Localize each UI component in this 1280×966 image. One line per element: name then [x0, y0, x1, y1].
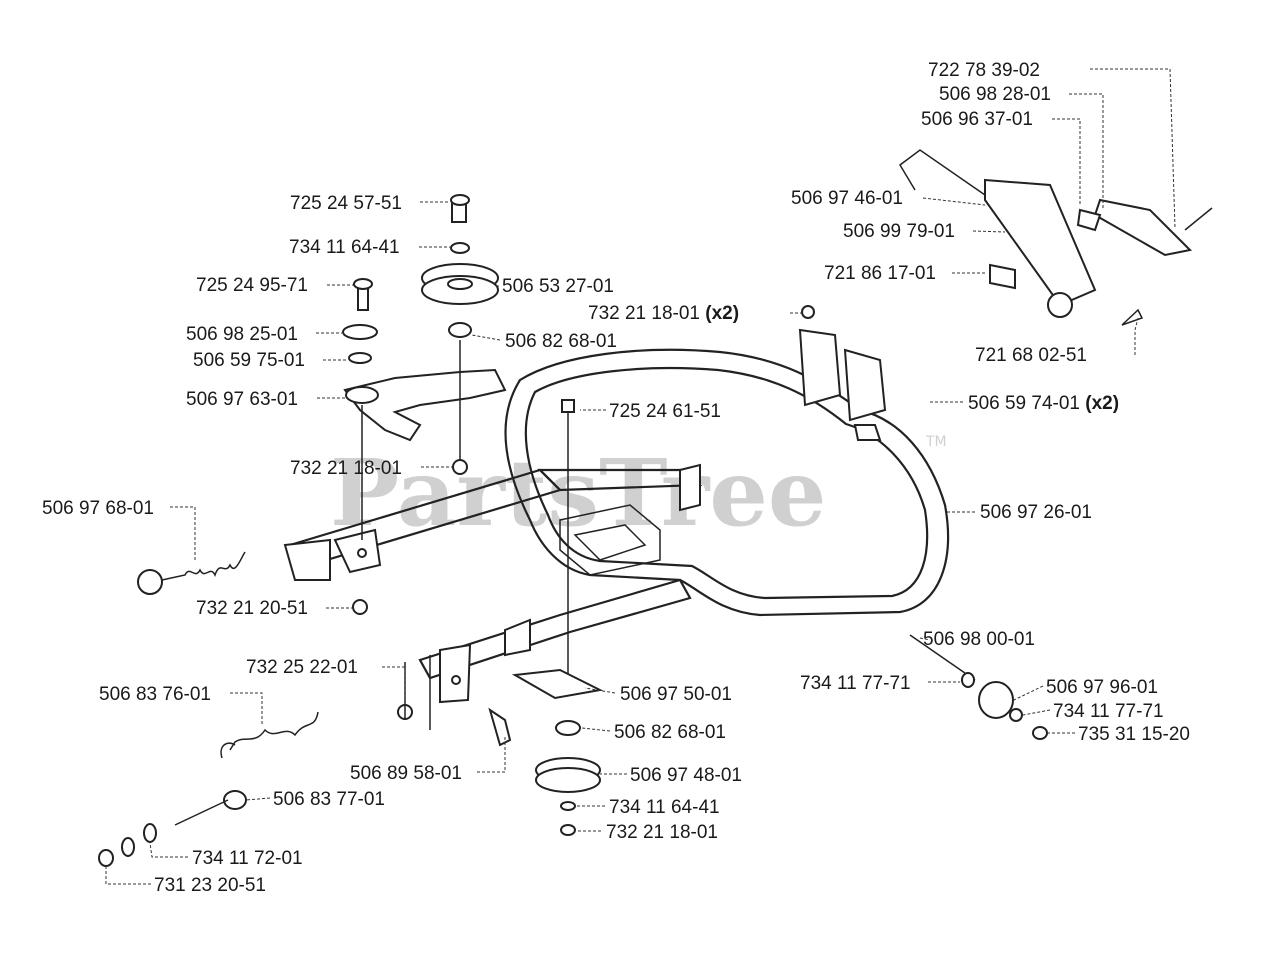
callout-p17[interactable]: 506 97 63-01: [186, 389, 298, 410]
callout-p6[interactable]: 721 86 17-01: [824, 263, 936, 284]
callout-p38[interactable]: 731 23 20-51: [154, 875, 266, 896]
callout-p16[interactable]: 506 59 75-01: [193, 350, 305, 371]
callout-p19[interactable]: 732 21 18-01: [290, 458, 402, 479]
callout-labels: 722 78 39-02 506 98 28-01 506 96 37-01 5…: [42, 60, 1190, 896]
center-long-bolt[interactable]: [561, 399, 575, 690]
watermark: PartsTree TM: [330, 434, 947, 547]
upper-left-pulley-assembly[interactable]: [342, 194, 507, 540]
callout-p8-qty: (x2): [705, 303, 739, 324]
callout-p9[interactable]: 506 59 74-01 (x2): [968, 393, 1119, 414]
callout-p33[interactable]: 506 97 48-01: [630, 765, 742, 786]
callout-p23[interactable]: 506 98 00-01: [923, 629, 1035, 650]
callout-p27[interactable]: 506 83 76-01: [99, 684, 211, 705]
right-wheel-assembly[interactable]: [909, 634, 1048, 740]
pedal-assembly[interactable]: [899, 149, 1213, 326]
callout-p7[interactable]: 721 68 02-51: [975, 345, 1087, 366]
callout-p26[interactable]: 506 97 96-01: [1046, 677, 1158, 698]
spring-lower-left[interactable]: [98, 655, 431, 867]
callout-p2[interactable]: 506 98 28-01: [939, 84, 1051, 105]
callout-p13[interactable]: 506 53 27-01: [502, 276, 614, 297]
callout-p24[interactable]: 732 25 22-01: [246, 657, 358, 678]
callout-p18[interactable]: 725 24 61-51: [609, 401, 721, 422]
callout-p25[interactable]: 734 11 77-71: [800, 673, 911, 694]
callout-p8[interactable]: 732 21 18-01 (x2): [588, 303, 739, 324]
callout-p35[interactable]: 734 11 64-41: [609, 797, 720, 818]
leader-lines: [105, 68, 1176, 885]
callout-p5[interactable]: 506 99 79-01: [843, 221, 955, 242]
callout-p9-number: 506 59 74-01: [968, 393, 1080, 414]
callout-p8-number: 732 21 18-01: [588, 303, 700, 324]
spring-upper-left[interactable]: [137, 551, 368, 615]
callout-p9-qty: (x2): [1085, 393, 1119, 414]
callout-p22[interactable]: 732 21 20-51: [196, 598, 308, 619]
lower-center-idler[interactable]: [488, 668, 604, 836]
watermark-tm: TM: [925, 434, 947, 450]
callout-p15[interactable]: 506 82 68-01: [505, 331, 617, 352]
callout-p21[interactable]: 506 97 68-01: [42, 498, 154, 519]
callout-p31[interactable]: 506 82 68-01: [614, 722, 726, 743]
callout-p1[interactable]: 722 78 39-02: [928, 60, 1040, 81]
callout-p10[interactable]: 725 24 57-51: [290, 193, 402, 214]
callout-p20[interactable]: 506 97 26-01: [980, 502, 1092, 523]
callout-p36[interactable]: 732 21 18-01: [606, 822, 718, 843]
upright-bracket[interactable]: [798, 305, 887, 441]
callout-p34[interactable]: 506 83 77-01: [273, 789, 385, 810]
watermark-brand: PartsTree: [330, 439, 826, 547]
callout-p32[interactable]: 506 89 58-01: [350, 763, 462, 784]
callout-p12[interactable]: 725 24 95-71: [196, 275, 308, 296]
callout-p4[interactable]: 506 97 46-01: [791, 188, 903, 209]
main-frame-tube[interactable]: [283, 348, 950, 704]
callout-p14[interactable]: 506 98 25-01: [186, 324, 298, 345]
callout-p29[interactable]: 734 11 77-71: [1053, 701, 1164, 722]
callout-p30[interactable]: 735 31 15-20: [1078, 724, 1190, 745]
callout-p37[interactable]: 734 11 72-01: [192, 848, 303, 869]
callout-p28[interactable]: 506 97 50-01: [620, 684, 732, 705]
callout-p11[interactable]: 734 11 64-41: [289, 237, 400, 258]
callout-p3[interactable]: 506 96 37-01: [921, 109, 1033, 130]
